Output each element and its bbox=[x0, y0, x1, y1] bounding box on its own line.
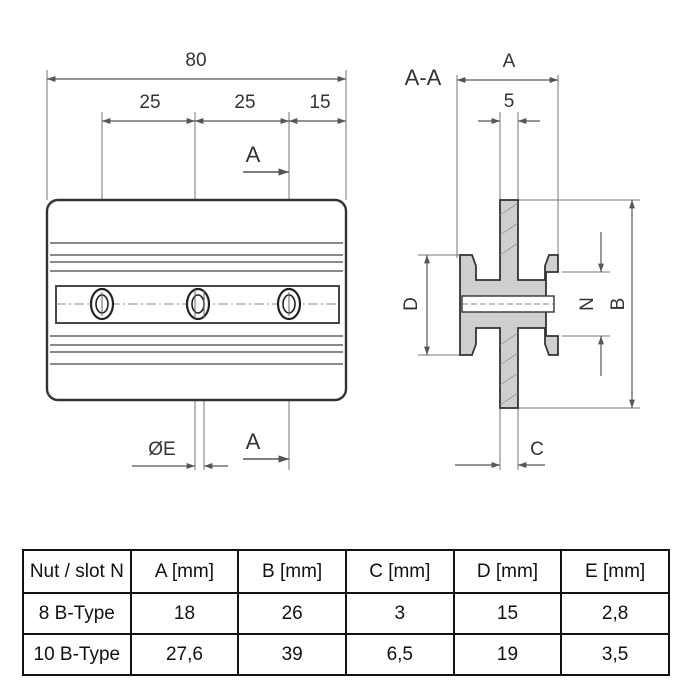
spec-table: Nut / slot N A [mm] B [mm] C [mm] D [mm]… bbox=[22, 549, 670, 676]
section-title: A-A bbox=[405, 65, 442, 90]
section-dimension-lines bbox=[424, 77, 635, 468]
dim-total-label: 80 bbox=[185, 50, 206, 71]
table-header-cell: B [mm] bbox=[237, 549, 347, 594]
section-marker-top: A bbox=[246, 142, 261, 167]
hole-diameter-label: ØE bbox=[148, 439, 175, 460]
table-cell: 8 B-Type bbox=[22, 592, 132, 635]
dim-a-label: A bbox=[503, 51, 516, 72]
table-cell: 3 bbox=[344, 592, 455, 635]
front-view: 80 25 25 15 A A ØE bbox=[45, 50, 348, 470]
table-cell: 26 bbox=[237, 592, 347, 635]
table-row: 10 B-Type 27,6 39 6,5 19 3,5 bbox=[22, 633, 670, 676]
section-view: A-A A 5 B D N C bbox=[401, 51, 640, 470]
table-cell: 39 bbox=[237, 633, 347, 676]
dim-d-label: D bbox=[401, 297, 422, 311]
section-arrows bbox=[243, 168, 289, 463]
table-header-cell: D [mm] bbox=[452, 549, 563, 594]
table-cell: 2,8 bbox=[560, 592, 670, 635]
screw-1 bbox=[89, 287, 115, 321]
section-profile bbox=[459, 199, 559, 409]
table-cell: 10 B-Type bbox=[22, 633, 132, 676]
screw-2 bbox=[185, 287, 211, 321]
table-cell: 15 bbox=[452, 592, 563, 635]
dim-segment-3-label: 15 bbox=[309, 92, 330, 113]
section-extension-lines bbox=[418, 75, 640, 470]
table-cell: 27,6 bbox=[129, 633, 240, 676]
dim-5-label: 5 bbox=[504, 91, 515, 112]
dim-c-label: C bbox=[530, 439, 544, 460]
table-header-cell: E [mm] bbox=[560, 549, 670, 594]
dim-segment-2-label: 25 bbox=[234, 92, 255, 113]
dimension-lines bbox=[47, 76, 346, 469]
section-marker-bottom: A bbox=[246, 429, 261, 454]
table-cell: 18 bbox=[129, 592, 240, 635]
table-header-cell: C [mm] bbox=[344, 549, 455, 594]
screw-3 bbox=[276, 287, 302, 321]
dim-n-label: N bbox=[577, 297, 598, 311]
table-cell: 19 bbox=[452, 633, 563, 676]
table-header-cell: Nut / slot N bbox=[22, 549, 132, 594]
dim-b-label: B bbox=[608, 298, 629, 311]
technical-drawing: 80 25 25 15 A A ØE bbox=[45, 50, 640, 470]
table-header-cell: A [mm] bbox=[129, 549, 240, 594]
table-cell: 3,5 bbox=[560, 633, 670, 676]
table-cell: 6,5 bbox=[344, 633, 455, 676]
table-header-row: Nut / slot N A [mm] B [mm] C [mm] D [mm]… bbox=[22, 549, 670, 594]
table-row: 8 B-Type 18 26 3 15 2,8 bbox=[22, 592, 670, 635]
dim-segment-1-label: 25 bbox=[139, 92, 160, 113]
